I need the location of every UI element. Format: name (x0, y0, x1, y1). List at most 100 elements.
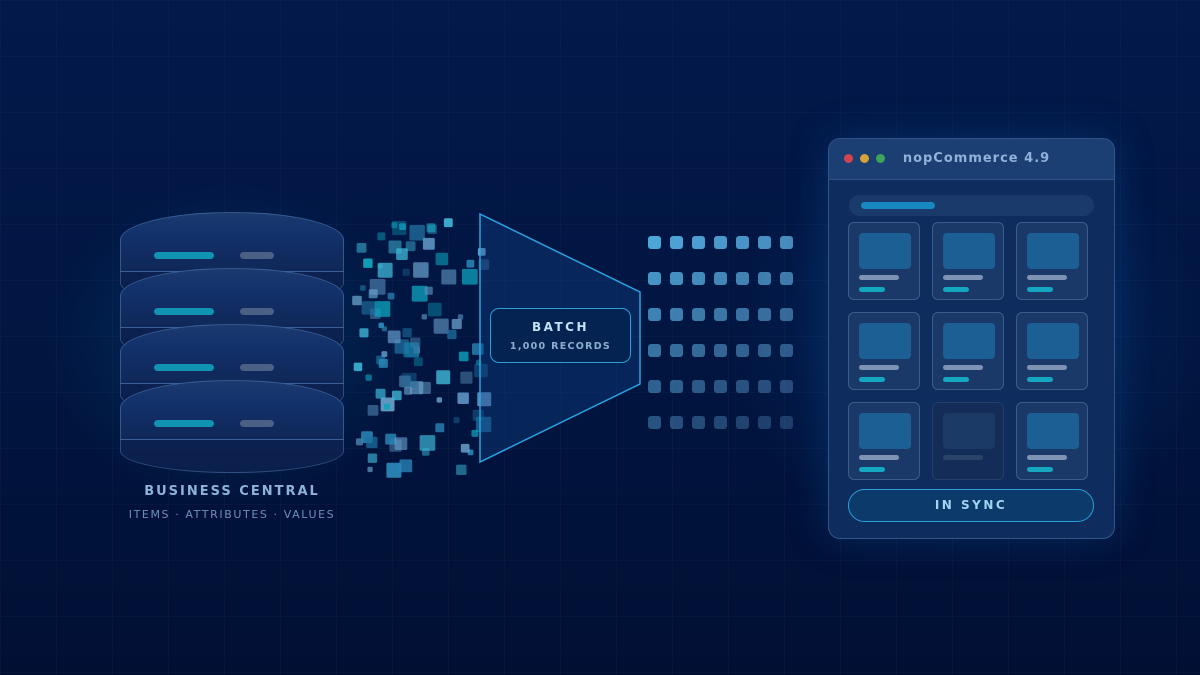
data-particle (378, 322, 384, 329)
data-particle (356, 243, 367, 253)
record-dot (692, 272, 705, 285)
data-particle (367, 405, 379, 416)
in-sync-button[interactable]: IN SYNC (848, 489, 1094, 522)
database-title: BUSINESS CENTRAL (144, 484, 320, 499)
data-particle (399, 223, 406, 230)
record-dot (736, 416, 749, 429)
data-particle (411, 285, 428, 302)
product-card-placeholder (932, 402, 1004, 480)
data-particle (374, 301, 391, 317)
record-dot (736, 380, 749, 393)
record-dot (736, 344, 749, 357)
data-particle (387, 292, 395, 300)
search-bar (849, 195, 1094, 216)
record-dot (714, 344, 727, 357)
data-particle (385, 433, 397, 445)
product-image-placeholder (859, 323, 911, 359)
data-particle (478, 259, 490, 270)
data-particle (457, 314, 464, 320)
maximize-dot-icon (876, 154, 885, 163)
record-dot (736, 236, 749, 249)
batch-title: BATCH (531, 320, 590, 334)
data-particles (352, 218, 492, 478)
data-particle (402, 328, 412, 338)
product-card (848, 222, 920, 300)
record-dot (648, 272, 661, 285)
data-particle (427, 224, 437, 234)
record-dot (648, 380, 661, 393)
data-particle (457, 392, 469, 404)
data-particle (453, 417, 460, 424)
data-particle (377, 232, 386, 241)
record-dot (758, 344, 771, 357)
record-dot (648, 416, 661, 429)
product-card (848, 402, 920, 480)
record-dot (758, 272, 771, 285)
data-particle (394, 437, 408, 450)
data-particle (368, 289, 378, 299)
record-dot (648, 308, 661, 321)
batch-record-count: 1,000 RECORDS (509, 341, 612, 352)
data-particle (422, 237, 435, 250)
record-dot (692, 380, 705, 393)
record-dot (692, 308, 705, 321)
data-particle (424, 286, 433, 295)
data-particle (404, 386, 413, 395)
data-particle (399, 459, 413, 473)
data-particle (433, 318, 449, 334)
record-dot (780, 380, 793, 393)
product-card (932, 222, 1004, 300)
data-particle (360, 285, 366, 291)
record-dot (714, 272, 727, 285)
product-image-placeholder (859, 413, 911, 449)
product-image-placeholder (943, 323, 995, 359)
record-dot (714, 308, 727, 321)
data-particle (405, 241, 416, 252)
data-particle (426, 223, 436, 233)
product-image-placeholder (1027, 233, 1079, 269)
data-particle (451, 319, 462, 330)
data-particle (361, 301, 376, 315)
record-dot (780, 416, 793, 429)
data-particle (401, 372, 417, 388)
data-particle (414, 357, 423, 367)
record-dot (758, 308, 771, 321)
data-particle (462, 268, 478, 285)
minimize-dot-icon (860, 154, 869, 163)
data-particle (366, 436, 378, 449)
record-dot (758, 380, 771, 393)
data-particle (447, 329, 457, 340)
disk-bar-primary (154, 308, 214, 315)
disk-bar-primary (154, 420, 214, 427)
record-dot (780, 308, 793, 321)
disk-bar-secondary (240, 364, 274, 371)
record-dot (758, 236, 771, 249)
data-particle (466, 259, 475, 268)
record-dot (692, 236, 705, 249)
data-particle (377, 262, 393, 278)
record-dot (670, 236, 683, 249)
record-dot (670, 308, 683, 321)
product-image-placeholder (943, 233, 995, 269)
data-particle (436, 370, 451, 385)
data-particle (460, 443, 470, 453)
record-dot (714, 416, 727, 429)
data-particle (471, 429, 479, 437)
record-dot (692, 344, 705, 357)
store-window: nopCommerce 4.9 IN SYNC (828, 138, 1115, 539)
record-dot (780, 236, 793, 249)
disk-bar-primary (154, 364, 214, 371)
record-dot-matrix (648, 236, 794, 430)
data-particle (441, 269, 457, 285)
data-particle (474, 363, 488, 378)
data-particle (435, 423, 445, 433)
record-dot (648, 236, 661, 249)
data-particle (359, 328, 369, 338)
disk-bar-secondary (240, 252, 274, 259)
disk-bar-secondary (240, 308, 274, 315)
data-particle (353, 362, 363, 372)
product-image-placeholder (1027, 323, 1079, 359)
data-particle (386, 462, 402, 478)
